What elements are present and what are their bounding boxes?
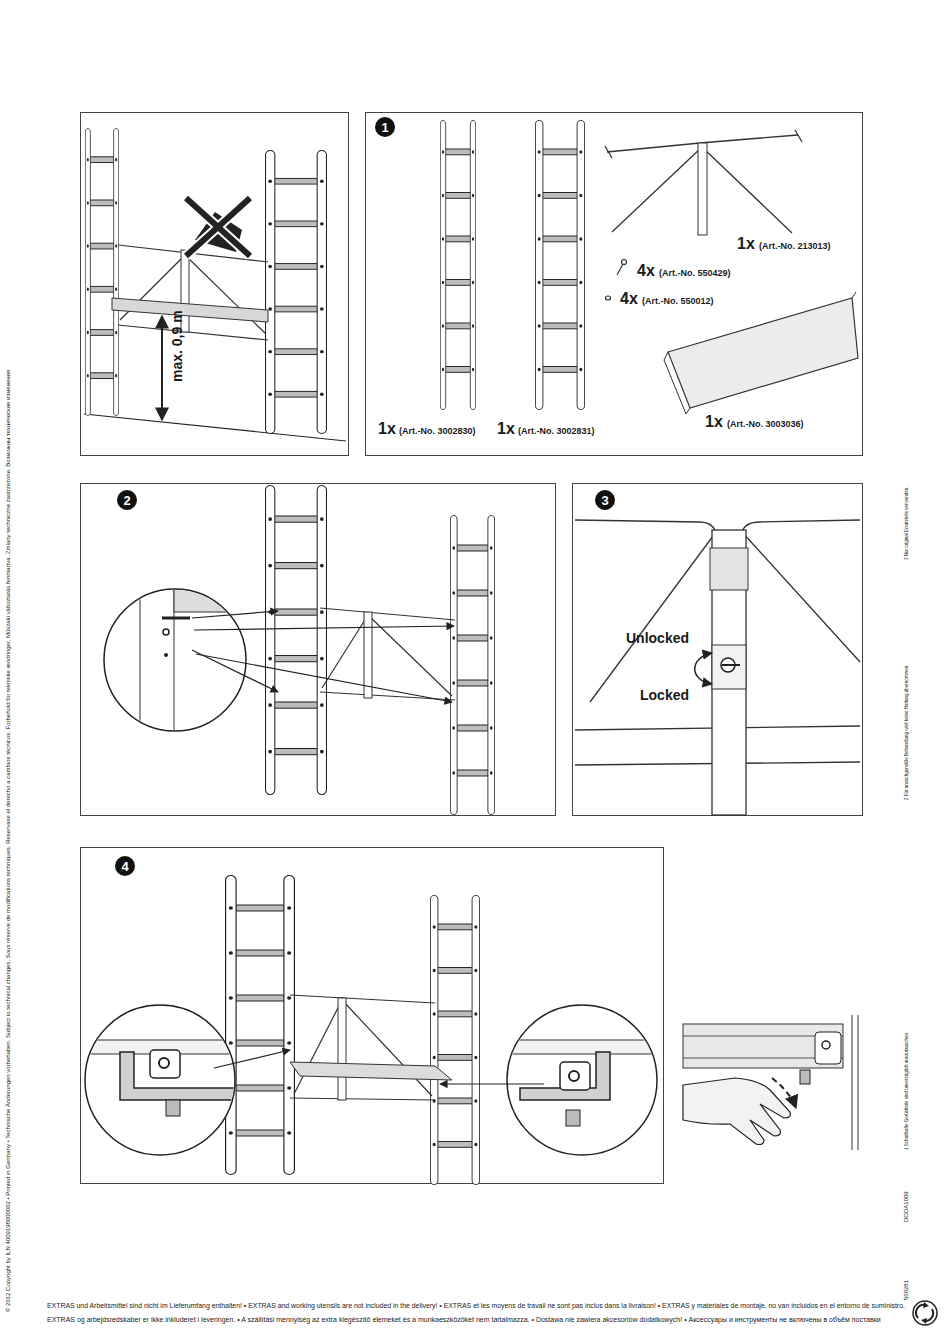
footer-note: EXTRAS und Arbeitsmittel sind nicht im L… — [47, 1303, 905, 1310]
article-number: (Art.-No. 3003036) — [727, 420, 804, 429]
step-number: 1 — [381, 121, 388, 134]
quantity: 1x — [378, 421, 396, 437]
dimension-label: max. 0,9 m — [170, 310, 184, 382]
article-code: 560281 — [903, 1280, 909, 1300]
article-number: (Art.-No. 3002830) — [399, 427, 476, 436]
state-label: Locked — [640, 688, 689, 702]
article-number: (Art.-No. 550429) — [659, 269, 731, 278]
safety-note: 3 Nur original Ersatzteile verwenden. — [905, 486, 910, 560]
step-number: 2 — [123, 494, 130, 507]
quantity: 1x — [705, 414, 723, 430]
article-number: (Art.-No. 3002831) — [518, 427, 595, 436]
quantity: 4x — [637, 263, 655, 279]
document-code: DODA1009 — [903, 1191, 909, 1222]
article-number: (Art.-No. 213013) — [759, 242, 831, 251]
state-label: Unlocked — [626, 631, 689, 645]
quantity: 1x — [497, 421, 515, 437]
copyright-note: © 2012 Copyright by ILN 4009198000002 • … — [5, 370, 11, 1312]
step-number: 4 — [121, 860, 128, 873]
footer-note: EXTRAS og arbejdsredskaber er ikke inklu… — [47, 1316, 881, 1323]
step-number: 3 — [601, 494, 608, 507]
quantity: 1x — [737, 236, 755, 252]
safety-note: 1 Schadhafte Gerüstteile sind unverzügli… — [905, 1032, 910, 1150]
article-number: (Art.-No. 550012) — [642, 297, 714, 306]
safety-note: 2 Für unsachgemäße Behandlung wird keine… — [905, 664, 910, 800]
quantity: 4x — [620, 291, 638, 307]
